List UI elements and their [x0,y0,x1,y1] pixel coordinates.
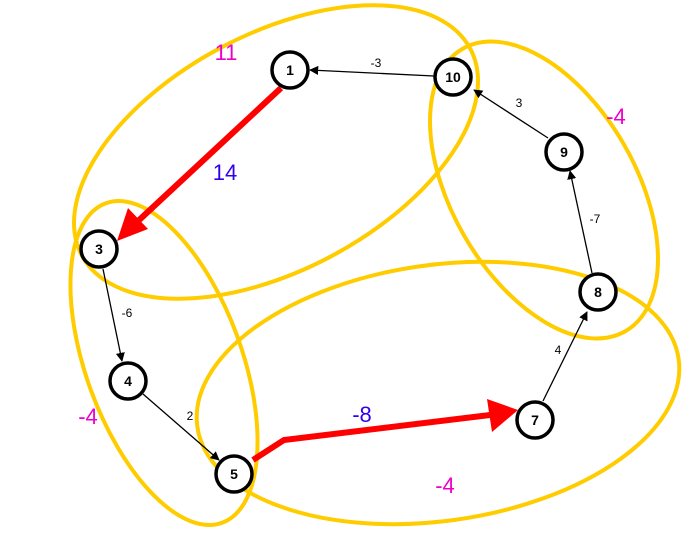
cluster-label-left: -4 [78,404,98,429]
node-4-label: 4 [124,373,132,389]
edge-4-5 [142,393,220,461]
node-7-label: 7 [531,412,539,428]
node-8-label: 8 [594,284,602,300]
edge-labels: -3 3 -7 4 2 -6 14 -8 [122,56,601,427]
node-10[interactable]: 10 [433,57,473,97]
highlighted-edges [117,85,518,463]
node-1[interactable]: 1 [270,50,310,90]
cluster-top-left-outline [72,3,480,301]
node-9[interactable]: 9 [544,132,584,172]
node-8[interactable]: 8 [578,272,618,312]
node-3-label: 3 [95,241,103,257]
edge-label-3-4: -6 [122,306,133,320]
edge-3-4 [102,268,125,362]
edge-5-7-highlight [251,412,491,463]
node-7[interactable]: 7 [515,400,555,440]
edge-label-1-3: 14 [213,160,237,185]
edge-label-10-1: -3 [371,56,382,70]
edge-8-9 [567,170,593,274]
clusters [68,3,682,527]
node-5[interactable]: 5 [214,454,254,494]
edges [102,65,593,461]
edge-label-9-10: 3 [516,96,523,110]
cluster-label-bottom: -4 [435,473,455,498]
edge-7-8 [542,311,588,402]
cluster-right-outline [428,39,660,341]
edge-5-7-arrowhead [487,399,518,432]
edge-label-4-5: 2 [187,409,194,423]
cluster-label-right: -4 [606,104,626,129]
node-1-label: 1 [286,62,294,78]
node-10-label: 10 [445,69,461,85]
edge-1-3-arrowhead [117,208,148,241]
node-9-label: 9 [560,144,568,160]
cluster-label-top-left: 11 [215,40,238,65]
cluster-labels: 11 -4 -4 -4 [78,40,626,498]
edge-9-10 [473,89,549,139]
edge-1-3-highlight [134,85,284,225]
edge-label-7-8: 4 [555,343,562,357]
edge-label-8-9: -7 [590,212,601,226]
cluster-left-outline [68,199,260,527]
edge-label-5-7: -8 [352,402,372,427]
cluster-bottom-outline [194,259,682,527]
nodes: 1 10 9 8 7 5 4 3 [79,50,618,494]
node-5-label: 5 [230,466,238,482]
edge-10-1 [309,65,435,77]
node-3[interactable]: 3 [79,229,119,269]
node-4[interactable]: 4 [108,361,148,401]
